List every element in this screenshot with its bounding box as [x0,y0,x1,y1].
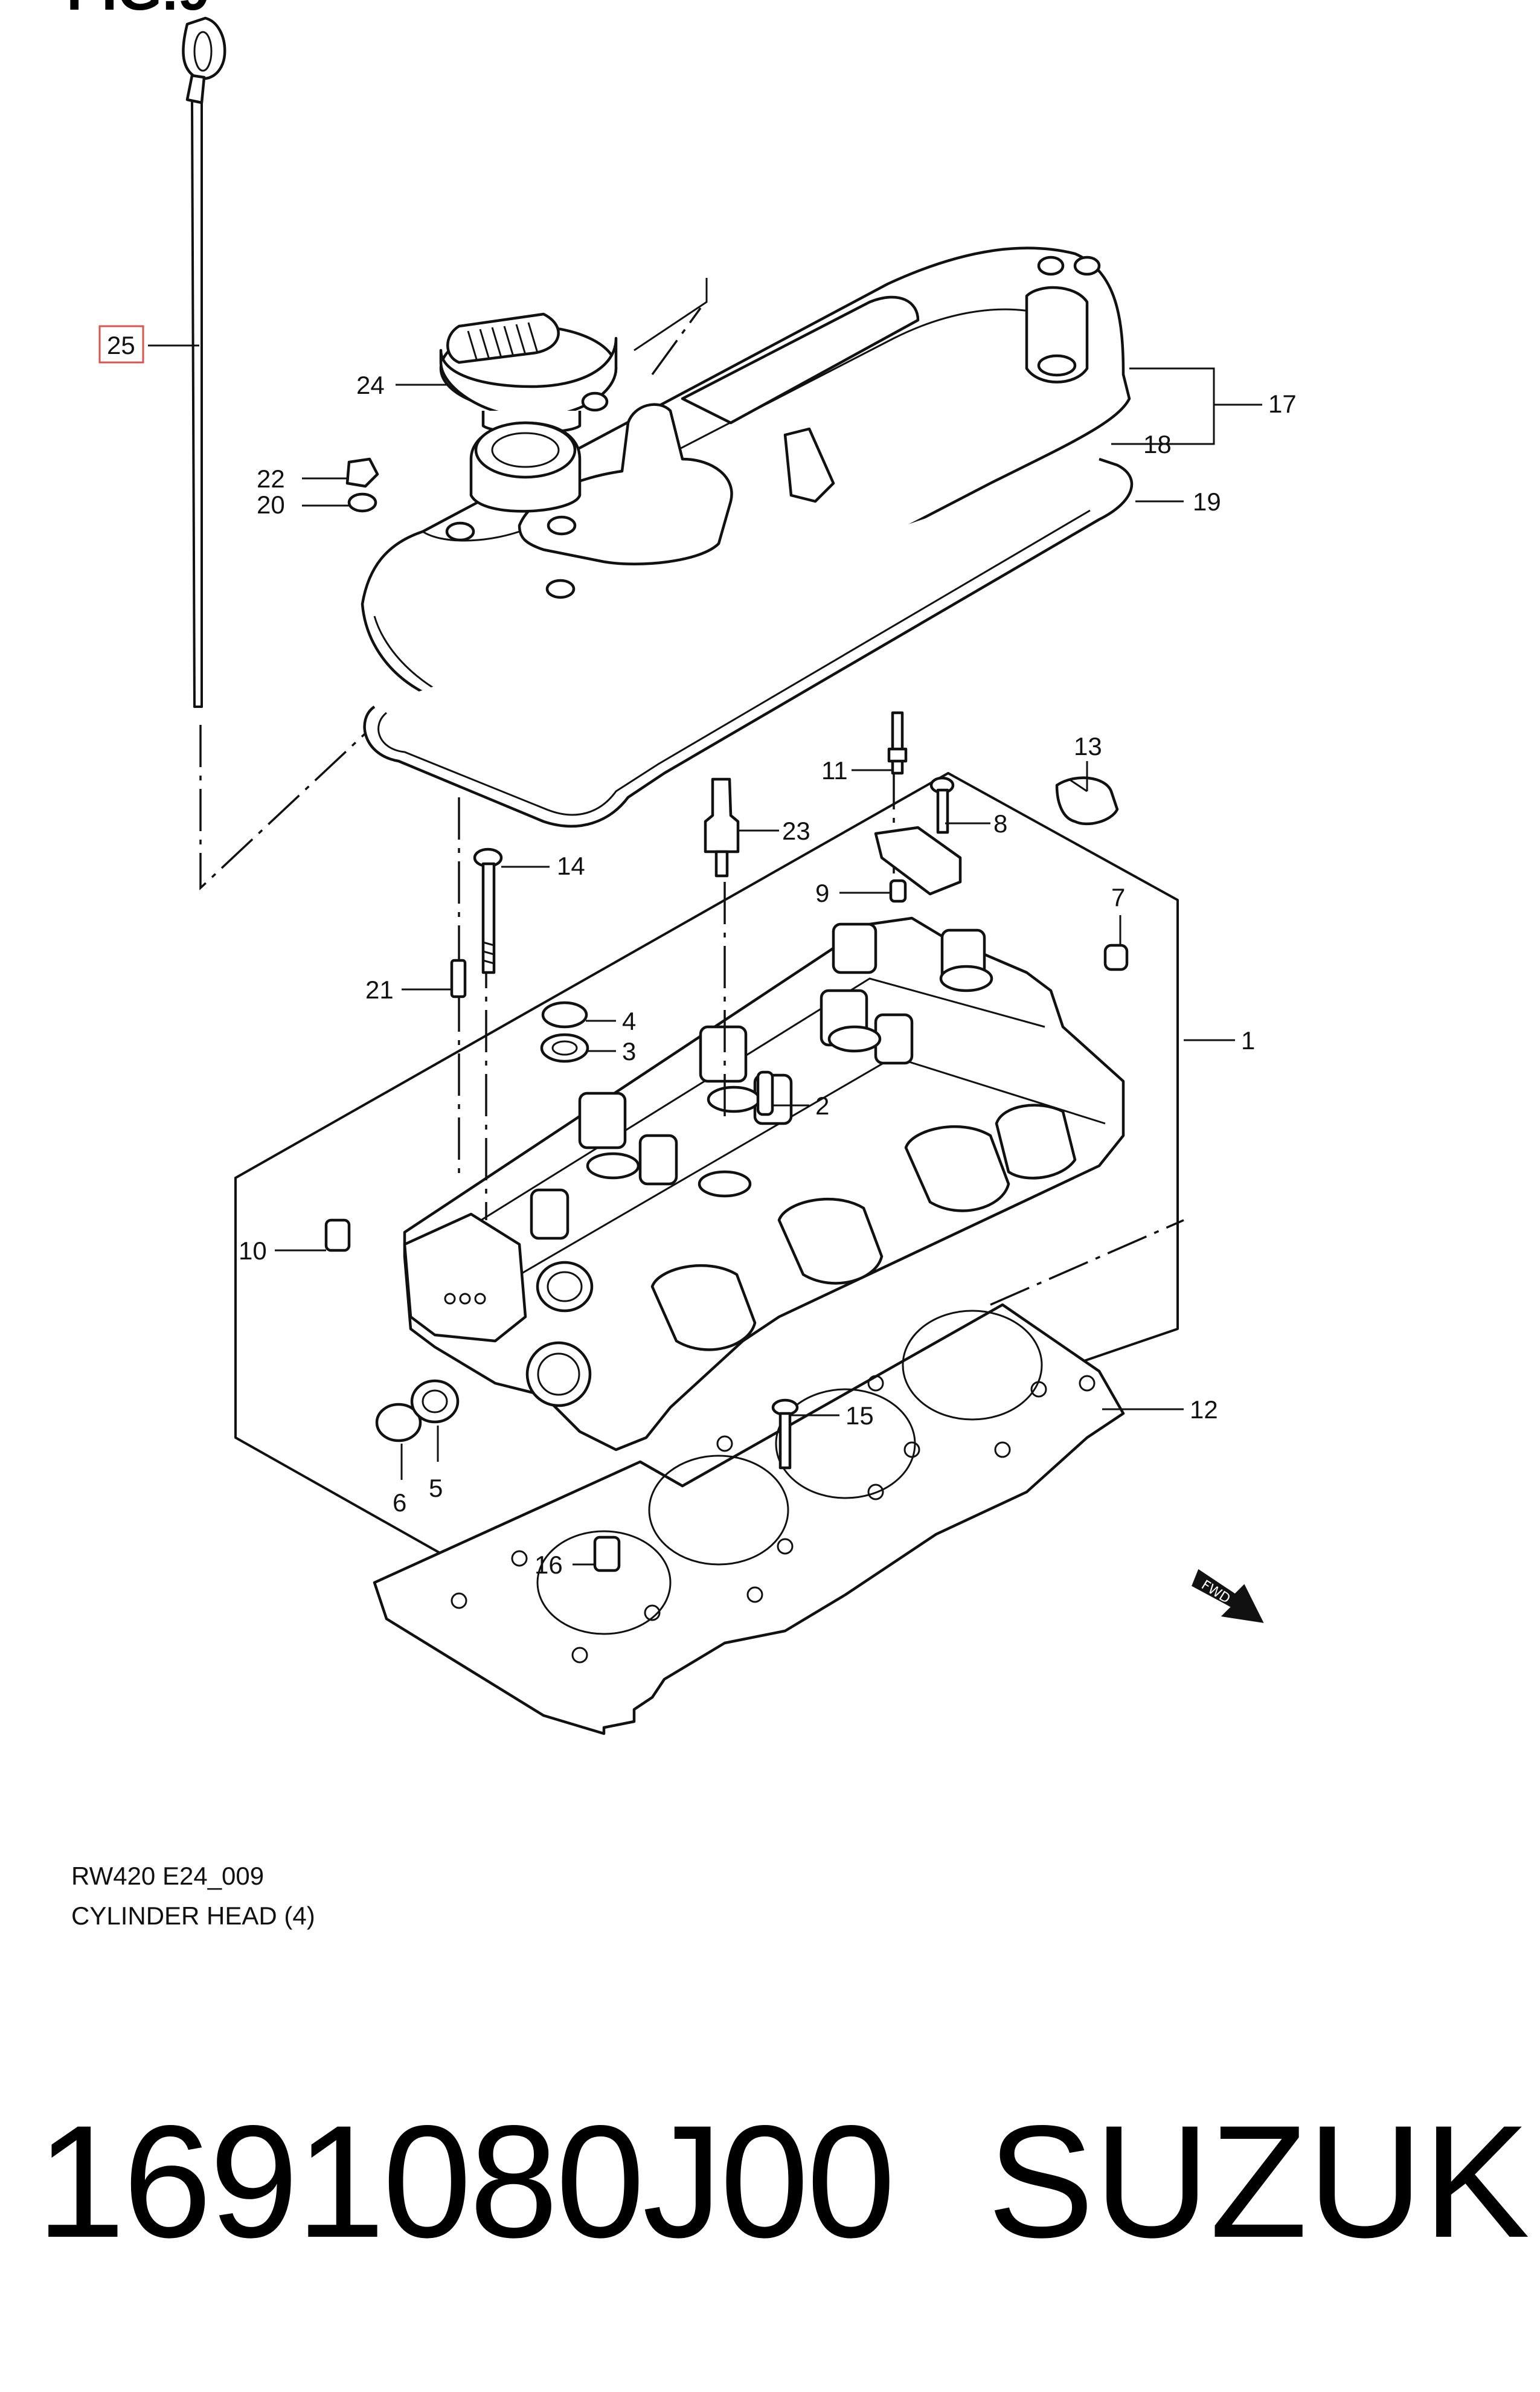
cover-gasket [363,457,1134,828]
cylinder-head-cover [361,246,1131,729]
callout-13[interactable]: 13 [1074,732,1102,760]
callout-2[interactable]: 2 [815,1092,829,1120]
figure-label: FIG.9 [66,0,210,24]
intake-ports [650,1104,1077,1351]
callout-17[interactable]: 17 [1268,390,1297,418]
cylinder-head [403,767,1125,1452]
head-gasket [373,1219,1184,1735]
diagram-code: RW420 E24_009 [71,1862,265,1890]
callout-6[interactable]: 6 [393,1488,406,1517]
callout-23[interactable]: 23 [782,817,810,845]
callout-15[interactable]: 15 [845,1401,874,1430]
callout-8[interactable]: 8 [993,809,1007,838]
exploded-view: FWD [98,16,1297,1735]
dipstick [182,16,376,891]
front-end [403,1212,594,1407]
footer-band [0,1987,1540,2392]
callout-21[interactable]: 21 [365,976,394,1004]
callout-14[interactable]: 14 [557,852,585,880]
diagram-title: CYLINDER HEAD (4) [71,1902,315,1930]
callout-7[interactable]: 7 [1111,883,1125,911]
callout-11[interactable]: 11 [821,756,848,785]
callout-4[interactable]: 4 [622,1007,636,1035]
callout-1[interactable]: 1 [1241,1026,1255,1055]
callout-19[interactable]: 19 [1193,487,1221,516]
oil-filler-cap [439,312,618,434]
callout-20[interactable]: 20 [257,490,285,519]
callout-25[interactable]: 25 [107,331,135,359]
fwd-arrow-icon: FWD [1192,1569,1264,1623]
brand-name: SUZUKI [987,2092,1540,2271]
leader-lines [148,344,1262,1566]
parts-diagram: FIG.9 [66,0,1297,1930]
callout-22[interactable]: 22 [257,465,285,493]
callout-24[interactable]: 24 [356,371,385,399]
callout-10[interactable]: 10 [239,1236,267,1265]
callout-12[interactable]: 12 [1190,1395,1218,1424]
cam-towers [530,922,993,1240]
callout-5[interactable]: 5 [429,1474,443,1502]
small-parts: FWD [324,457,1264,1623]
callout-25-highlight [98,325,144,364]
callout-9[interactable]: 9 [815,879,829,907]
callout-labels: 25 24 22 20 17 18 19 11 13 8 23 14 9 7 2… [98,325,1297,1579]
callout-16[interactable]: 16 [534,1551,563,1579]
callout-18[interactable]: 18 [1143,430,1172,458]
callout-3[interactable]: 3 [622,1037,636,1066]
part-number: 1691080J00 [36,2092,896,2271]
